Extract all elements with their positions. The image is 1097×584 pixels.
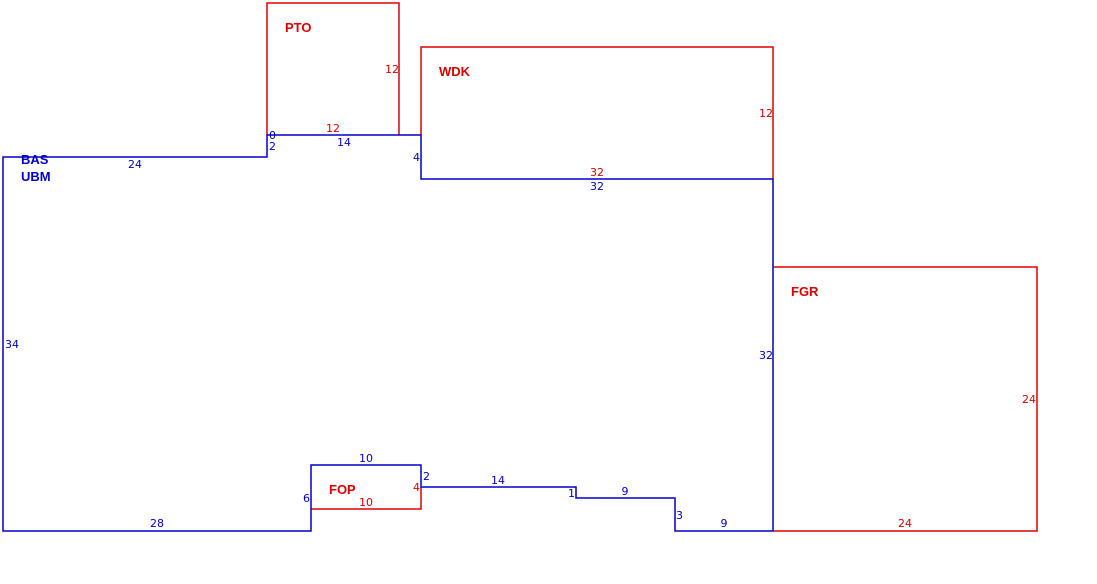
- dim-bas-left: 34: [5, 338, 19, 351]
- fop-outline: [311, 487, 422, 510]
- dim-bas-top-left: 24: [128, 158, 142, 171]
- pto-outline: [266, 2, 400, 135]
- dim-fgr-bottom: 24: [898, 517, 912, 530]
- dim-bas-step-3: 3: [676, 509, 683, 522]
- dim-fop-bottom: 10: [359, 496, 373, 509]
- dim-pto-bottom: 12: [326, 122, 340, 135]
- dim-bas-bottom-14: 14: [491, 474, 505, 487]
- ubm-label: UBM: [21, 169, 51, 184]
- dim-bas-step-2: 2: [269, 140, 276, 153]
- dim-bas-bottom-left: 28: [150, 517, 164, 530]
- wdk-label: WDK: [439, 64, 471, 79]
- dim-bas-mid-9b: 9: [622, 485, 629, 498]
- dim-bas-notch-6: 6: [303, 492, 310, 505]
- dim-bas-step-0: 0: [269, 129, 276, 142]
- dim-bas-step-1: 1: [568, 487, 575, 500]
- dim-wdk-right: 12: [759, 107, 773, 120]
- dim-wdk-bottom: 32: [590, 166, 604, 179]
- dim-bas-bottom-9a: 9: [721, 517, 728, 530]
- dim-fgr-right: 24: [1022, 393, 1036, 406]
- fgr-label: FGR: [791, 284, 819, 299]
- fop-label: FOP: [329, 482, 356, 497]
- dim-bas-top-mid: 14: [337, 136, 351, 149]
- bas-label: BAS: [21, 152, 49, 167]
- dim-bas-step-4: 4: [413, 151, 420, 164]
- fgr-outline: [773, 266, 1038, 532]
- dim-bas-step-2b: 2: [423, 470, 430, 483]
- dim-bas-notch-10: 10: [359, 452, 373, 465]
- pto-label: PTO: [285, 20, 312, 35]
- dim-bas-top-right: 32: [590, 180, 604, 193]
- wdk-outline: [420, 46, 774, 179]
- bas-outline: [2, 134, 774, 532]
- dim-pto-right: 12: [385, 63, 399, 76]
- dim-fop-right: 4: [413, 481, 420, 494]
- dim-bas-right: 32: [759, 349, 773, 362]
